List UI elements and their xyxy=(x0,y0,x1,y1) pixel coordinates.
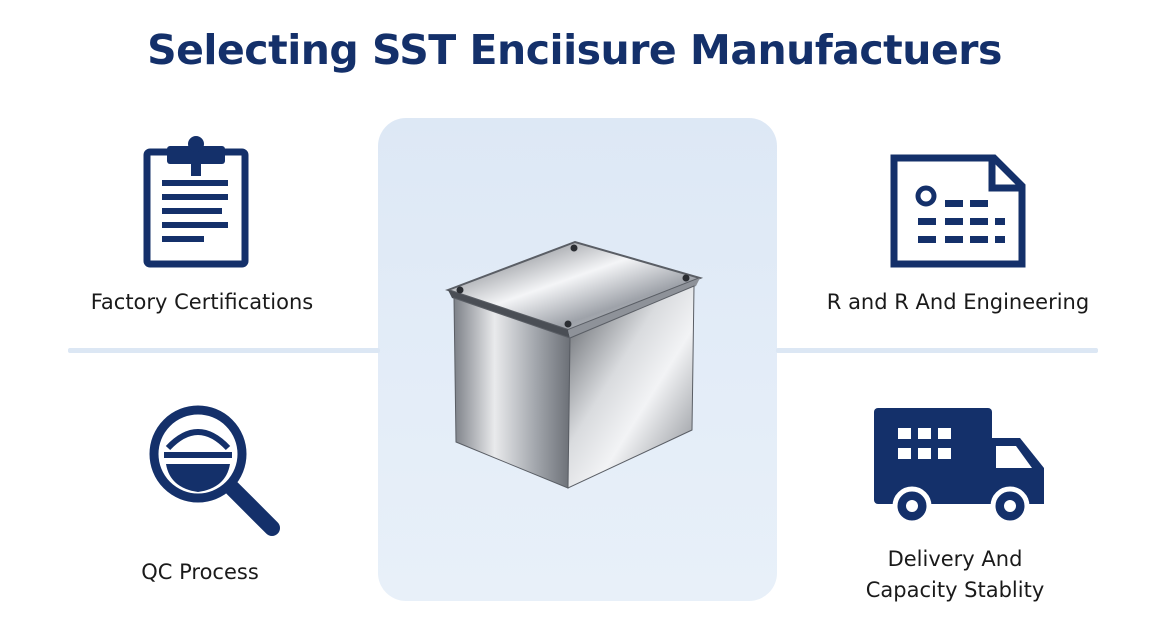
delivery-capacity-label-line1: Delivery And xyxy=(887,547,1023,571)
magnifier-icon xyxy=(149,405,280,536)
steel-enclosure-box-icon xyxy=(445,240,704,489)
delivery-capacity-label: Delivery And Capacity Stablity xyxy=(840,544,1070,606)
document-icon xyxy=(890,154,1026,268)
delivery-capacity-label-line2: Capacity Stablity xyxy=(865,578,1045,602)
clipboard-icon xyxy=(143,136,249,268)
rnd-engineering-label: R and R And Engineering xyxy=(826,290,1090,314)
page-title: Selecting SST Enciisure Manufactuers xyxy=(147,26,1002,74)
divider-right xyxy=(776,348,1098,353)
factory-certifications-label: Factory Certifications xyxy=(90,290,314,314)
divider-left xyxy=(68,348,380,353)
delivery-truck-icon xyxy=(874,408,1044,526)
qc-process-label: QC Process xyxy=(141,560,259,584)
